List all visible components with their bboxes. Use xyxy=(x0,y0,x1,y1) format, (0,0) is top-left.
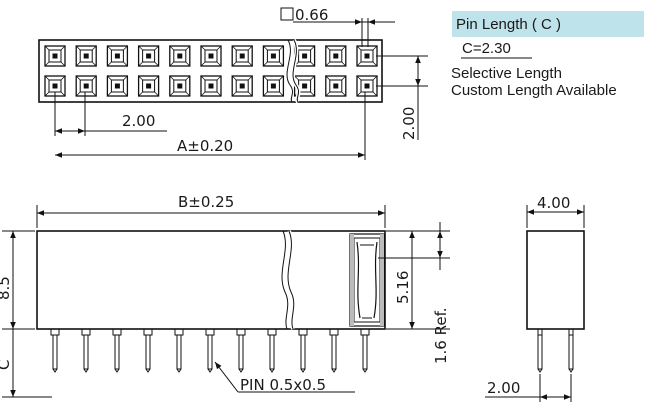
dimension-b-label: B±0.25 xyxy=(178,193,234,211)
front-pin xyxy=(267,328,277,373)
pin-length-title: Pin Length ( C ) xyxy=(456,16,561,33)
top-pin-cell xyxy=(200,45,222,67)
top-pin-cell xyxy=(106,45,129,67)
square-symbol-icon xyxy=(280,7,294,21)
top-pin-cell xyxy=(75,75,97,97)
front-view-housing xyxy=(36,230,386,330)
top-pin-cell xyxy=(262,75,285,97)
top-pin-cell xyxy=(75,45,97,67)
pin-length-value: C=2.30 xyxy=(462,40,511,57)
reference-label: 1.6 Ref. xyxy=(432,307,450,364)
square-pin-label: 0.66 xyxy=(295,6,328,24)
top-pin-cell xyxy=(262,45,285,67)
side-view-pins xyxy=(537,328,574,373)
front-view-break-line xyxy=(287,230,295,330)
front-view-pins xyxy=(50,328,370,373)
front-pin xyxy=(298,328,308,373)
notes-panel: Pin Length ( C ) C=2.30 Selective Length… xyxy=(451,11,644,99)
front-pin xyxy=(174,328,184,373)
top-pin-cell xyxy=(169,45,191,67)
dimension-a-label: A±0.20 xyxy=(177,137,233,155)
pin-pitch-label: 2.00 xyxy=(122,112,155,130)
top-view-break-line xyxy=(286,39,293,103)
side-view: 4.00 2.00 xyxy=(485,194,585,402)
top-pin-cell xyxy=(106,75,129,97)
front-view: B±0.25 8.5 C 5.16 1.6 Ref. PIN 0.5x0.5 xyxy=(0,193,450,398)
top-view-housing xyxy=(38,39,383,103)
pin-length-title-bg xyxy=(452,11,644,37)
top-pin-cell xyxy=(169,75,191,97)
top-pin-cell xyxy=(231,45,253,67)
top-pin-cell xyxy=(325,45,347,67)
side-pitch-label: 2.00 xyxy=(487,379,520,397)
top-pin-cell xyxy=(200,75,222,97)
front-pin xyxy=(360,328,370,373)
top-pin-cell xyxy=(137,45,160,67)
pin-size-label: PIN 0.5x0.5 xyxy=(240,376,326,394)
selective-length-note: Selective Length xyxy=(451,65,562,82)
front-pin xyxy=(81,328,91,373)
custom-length-note: Custom Length Available xyxy=(451,82,617,99)
front-pin xyxy=(112,328,122,373)
front-pin xyxy=(236,328,246,373)
row-pitch-label: 2.00 xyxy=(400,107,418,140)
tail-length-label: C xyxy=(0,360,13,370)
top-pin-cell xyxy=(356,75,378,97)
top-pin-cell xyxy=(44,45,66,67)
side-view-housing xyxy=(526,230,585,330)
top-pin-cell xyxy=(356,45,378,67)
top-pin-cell xyxy=(137,75,160,97)
contact-depth-label: 5.16 xyxy=(394,271,412,304)
top-view: 0.66 2.00 A±0.20 2.00 xyxy=(38,6,428,160)
top-pin-cell xyxy=(231,75,253,97)
front-pin xyxy=(50,328,60,373)
top-view-pin-grid xyxy=(44,45,378,97)
front-pin xyxy=(143,328,153,373)
front-pin xyxy=(205,328,215,373)
top-pin-cell xyxy=(325,75,347,97)
contact-cross-section xyxy=(349,233,385,327)
side-width-label: 4.00 xyxy=(537,194,570,212)
front-pin xyxy=(329,328,339,373)
housing-height-label: 8.5 xyxy=(0,276,13,300)
